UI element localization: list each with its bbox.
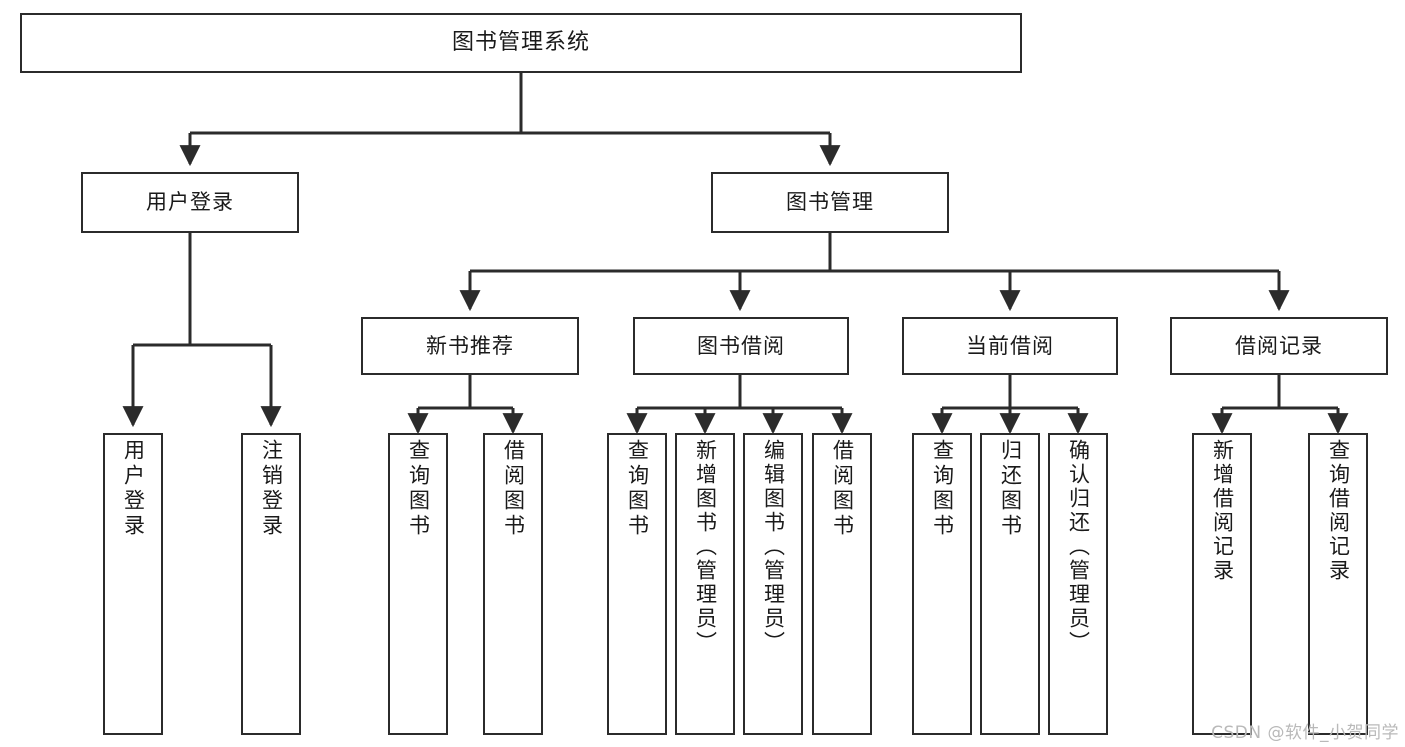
leaf-add-borrow-record[interactable]: 新增借阅记录 [1192,433,1252,735]
leaf-add-book-admin-label: 新增图书（管理员） [693,439,718,655]
leaf-query-book-borrow-label: 查询图书 [625,439,650,539]
node-book-borrow-label: 图书借阅 [697,333,785,358]
node-borrow-record[interactable]: 借阅记录 [1170,317,1388,375]
csdn-watermark: CSDN @软件_小贺同学 [1211,723,1399,743]
leaf-confirm-return-admin-label: 确认归还（管理员） [1066,439,1091,655]
node-root[interactable]: 图书管理系统 [20,13,1022,73]
leaf-query-book-new-label: 查询图书 [406,439,431,539]
leaf-query-book-current-label: 查询图书 [930,439,955,539]
leaf-return-book-label: 归还图书 [998,439,1023,539]
leaf-return-book[interactable]: 归还图书 [980,433,1040,735]
node-new-book-recommend[interactable]: 新书推荐 [361,317,579,375]
node-book-borrow[interactable]: 图书借阅 [633,317,849,375]
leaf-confirm-return-admin[interactable]: 确认归还（管理员） [1048,433,1108,735]
leaf-borrow-book-new[interactable]: 借阅图书 [483,433,543,735]
leaf-edit-book-admin[interactable]: 编辑图书（管理员） [743,433,803,735]
node-borrow-record-label: 借阅记录 [1235,333,1323,358]
leaf-query-book-current[interactable]: 查询图书 [912,433,972,735]
leaf-logout[interactable]: 注销登录 [241,433,301,735]
node-current-borrow-label: 当前借阅 [966,333,1054,358]
node-root-label: 图书管理系统 [451,30,590,56]
node-new-book-recommend-label: 新书推荐 [426,333,514,358]
leaf-query-book-new[interactable]: 查询图书 [388,433,448,735]
leaf-logout-label: 注销登录 [259,439,284,539]
leaf-user-login-label: 用户登录 [121,439,146,539]
node-book-management[interactable]: 图书管理 [711,172,949,233]
leaf-query-borrow-record-label: 查询借阅记录 [1326,439,1351,583]
leaf-query-borrow-record[interactable]: 查询借阅记录 [1308,433,1368,735]
leaf-borrow-book[interactable]: 借阅图书 [812,433,872,735]
leaf-user-login[interactable]: 用户登录 [103,433,163,735]
node-current-borrow[interactable]: 当前借阅 [902,317,1118,375]
leaf-query-book-borrow[interactable]: 查询图书 [607,433,667,735]
leaf-edit-book-admin-label: 编辑图书（管理员） [761,439,786,655]
leaf-borrow-book-label: 借阅图书 [830,439,855,539]
node-book-management-label: 图书管理 [786,190,874,215]
leaf-add-borrow-record-label: 新增借阅记录 [1210,439,1235,583]
node-user-login[interactable]: 用户登录 [81,172,299,233]
leaf-borrow-book-new-label: 借阅图书 [501,439,526,539]
leaf-add-book-admin[interactable]: 新增图书（管理员） [675,433,735,735]
node-user-login-label: 用户登录 [146,190,234,215]
